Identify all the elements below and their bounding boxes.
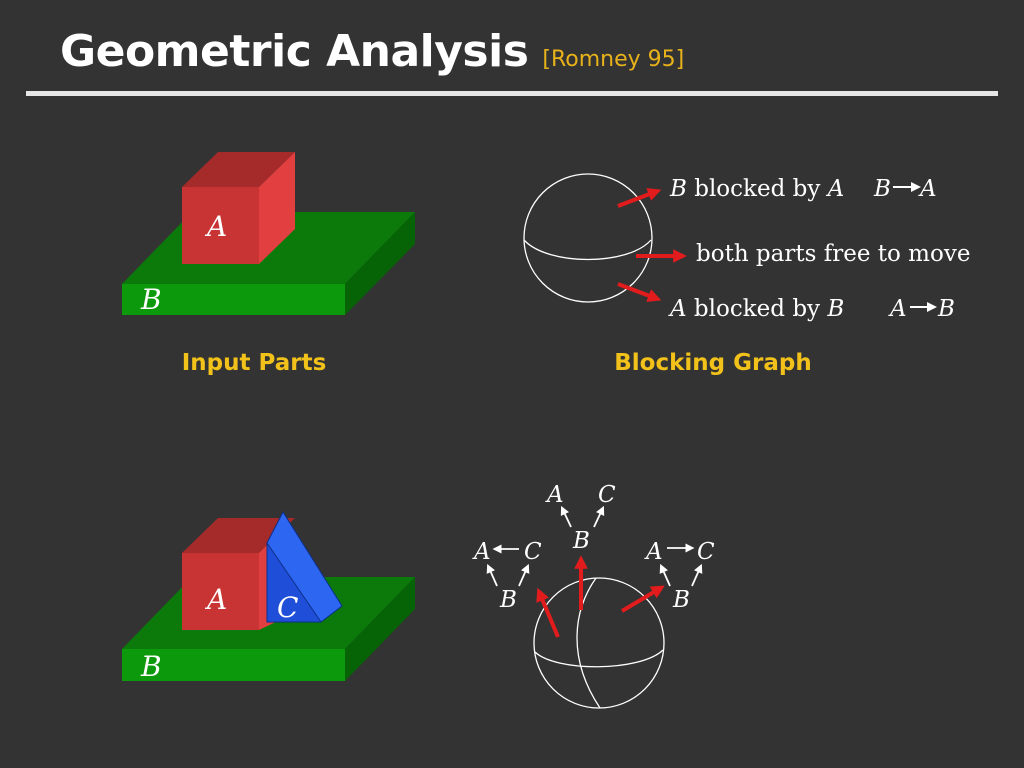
arrow-down-right [617,282,662,302]
row1-relation: B blocked by A [669,176,844,202]
left-cluster-a: A [472,539,491,565]
right-cluster-a: A [644,539,663,565]
sphere-bottom [533,577,665,709]
part-a-label: A [204,210,227,243]
part-b-label-bottom: B [140,650,162,683]
top-cluster-c: C [598,482,616,508]
three-parts-illustration: A C B [122,510,415,683]
part-a-cube [182,152,295,264]
left-cluster-b: B [499,587,517,613]
left-cluster-c: C [524,539,542,565]
three-part-blocking-graph: A C B A C B A C B [472,482,715,709]
sphere-top [523,173,653,303]
row3-graph-to: B [937,296,955,322]
title-citation: [Romney 95] [542,47,685,72]
top-cluster-b: B [572,528,590,554]
blocking-graph-caption: Blocking Graph [614,350,811,376]
part-c-wedge [266,510,343,623]
row1-graph-to: A [918,176,937,202]
part-a-label-bottom: A [204,583,227,616]
title-text: Geometric Analysis [60,26,529,77]
input-parts-caption: Input Parts [182,350,327,376]
arrow-up-right [617,188,662,208]
slide-title: Geometric Analysis [Romney 95] [60,26,684,77]
title-rule [26,91,998,96]
left-cluster-arrow-c [518,563,530,587]
row1-graph-from: B [873,176,891,202]
row2-relation: both parts free to move [696,241,970,267]
part-c-label: C [277,591,298,624]
part-b-label: B [140,283,162,316]
input-parts-illustration: A B Input Parts [122,152,415,376]
red-arrow-right [620,585,665,613]
right-cluster-b: B [672,587,690,613]
right-cluster-c: C [697,539,715,565]
row3-relation: A blocked by B [668,296,844,322]
left-cluster-arrow-a [486,563,498,587]
row3-graph-from: A [888,296,907,322]
right-cluster-arrow-a [659,563,671,587]
top-cluster-arrow-c [593,505,605,528]
red-arrow-left [536,587,560,638]
right-cluster-arrow-c [691,563,703,587]
top-cluster-arrow-a [560,505,572,528]
top-cluster-a: A [545,482,564,508]
blocking-graph-illustration: B blocked by A B A both parts free to mo… [523,173,970,376]
